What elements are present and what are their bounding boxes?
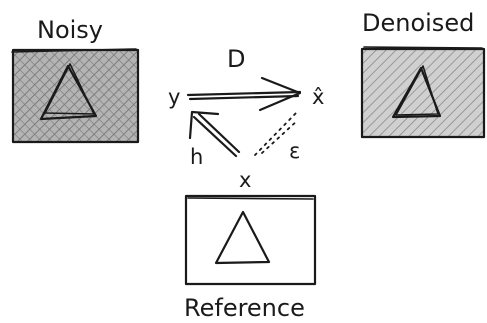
error-line: ε xyxy=(254,111,300,163)
denoiser-arrow: D xyxy=(186,45,302,112)
noisy-image xyxy=(13,50,138,142)
degradation-arrow: h xyxy=(188,110,241,169)
reference-frame xyxy=(184,194,317,286)
x-label: x xyxy=(239,168,251,192)
denoised-panel: Denoised xyxy=(360,9,486,139)
noisy-panel: Noisy xyxy=(11,16,140,144)
reference-panel: Reference xyxy=(184,194,317,322)
x-hat-label: x̂ xyxy=(312,85,324,109)
noisy-label: Noisy xyxy=(37,16,103,44)
reference-triangle xyxy=(214,210,271,265)
degradation-label: h xyxy=(190,145,203,169)
reference-label: Reference xyxy=(184,294,305,322)
denoiser-label: D xyxy=(227,45,245,73)
noisy-triangle xyxy=(39,64,98,121)
error-label: ε xyxy=(289,139,300,163)
denoised-image xyxy=(362,49,484,137)
y-label: y xyxy=(168,85,180,109)
denoised-frame xyxy=(360,47,486,139)
denoised-label: Denoised xyxy=(362,9,474,37)
reference-image xyxy=(186,196,315,284)
